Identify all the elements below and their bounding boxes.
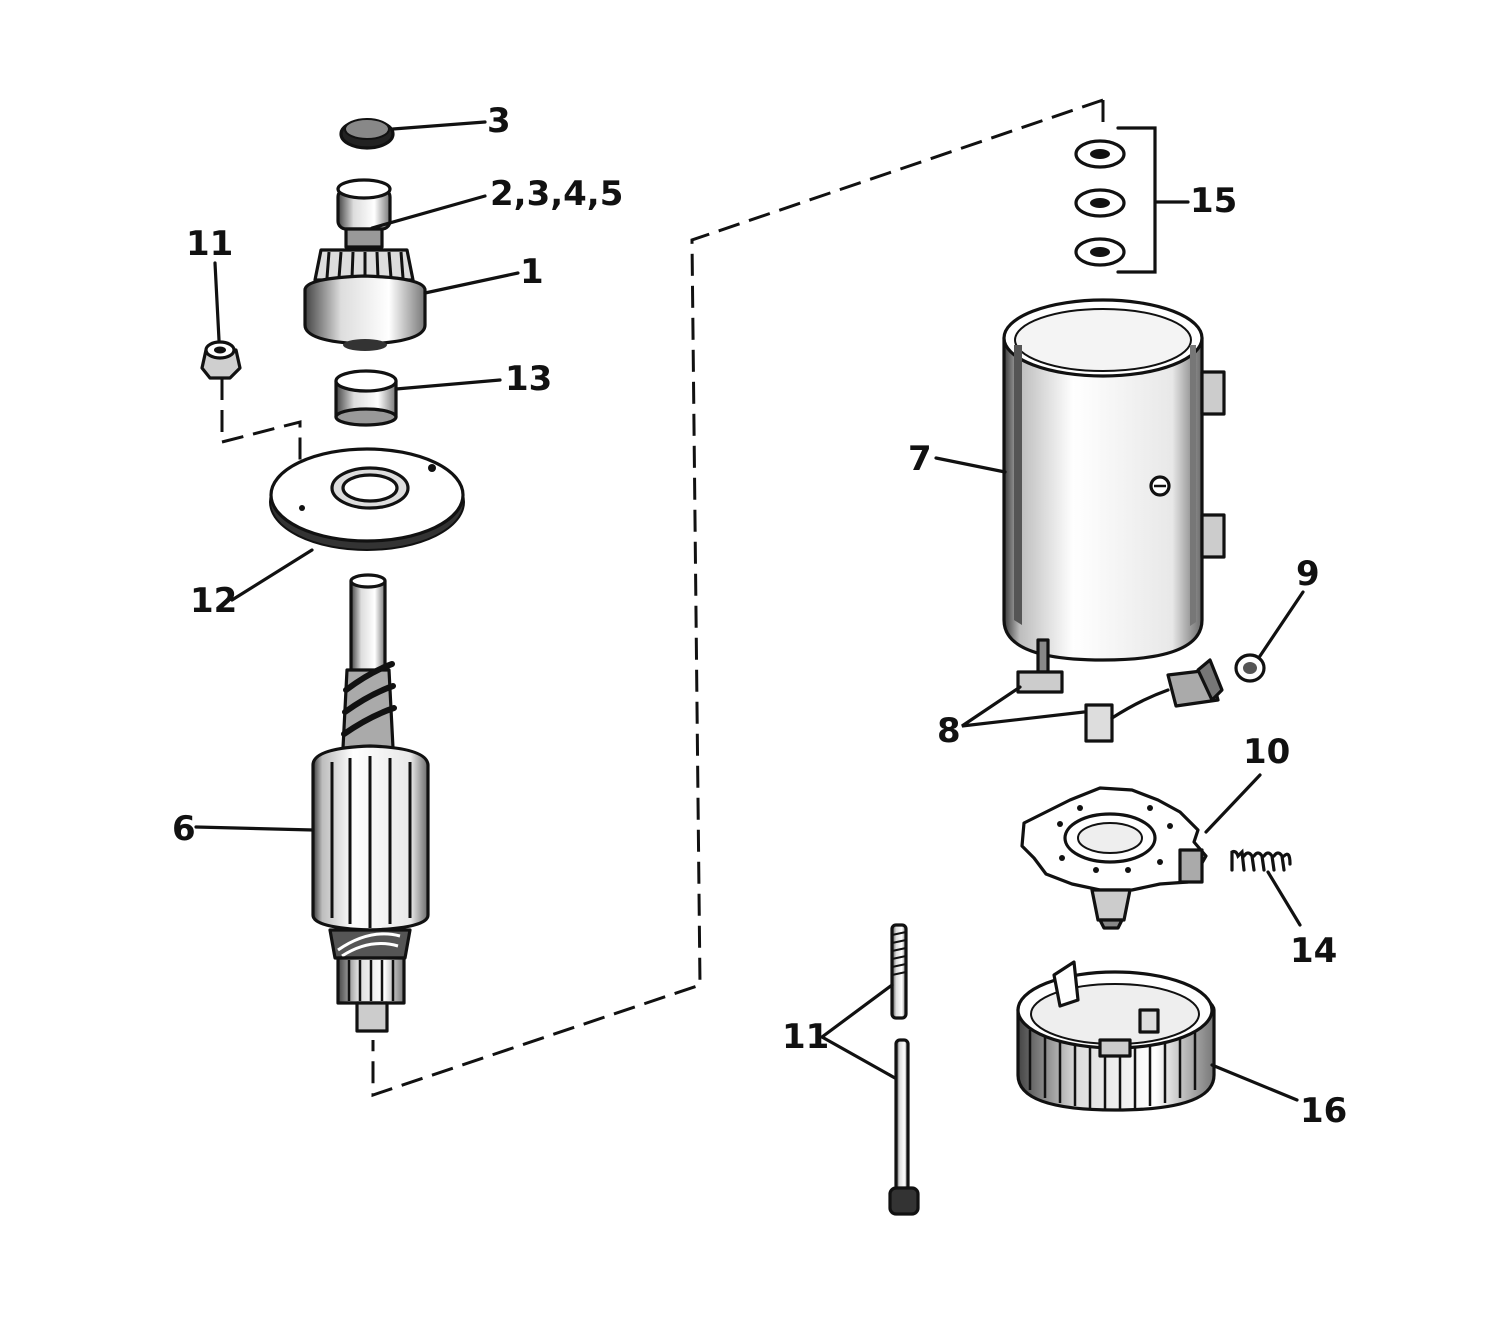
- end-cap-part-16: [1016, 960, 1299, 1112]
- callout-labels: 3 2,3,4,5 1 11 13 12 6 15 7 9 8 10 14 11…: [172, 101, 1347, 1131]
- callout-16: 16: [1300, 1091, 1347, 1131]
- callout-6: 6: [172, 809, 196, 849]
- callout-15: 15: [1190, 181, 1237, 221]
- callout-11-nut: 11: [186, 224, 233, 264]
- nut-part-11: [200, 261, 242, 380]
- callout-11-bolts: 11: [782, 1017, 829, 1057]
- spring-part-14: [1230, 848, 1302, 927]
- callout-7: 7: [908, 439, 932, 479]
- field-frame-part-7: [934, 298, 1226, 662]
- washers-part-15: [1074, 126, 1190, 274]
- callout-8: 8: [937, 711, 961, 751]
- callout-13: 13: [505, 359, 552, 399]
- callout-3: 3: [487, 101, 511, 141]
- nut-part-9: [1234, 590, 1305, 683]
- assembly-guide-lines: [220, 98, 1105, 1098]
- callout-12: 12: [190, 581, 237, 621]
- drive-assembly-part-1: [303, 178, 520, 351]
- armature-part-6: [194, 573, 430, 1033]
- bushing-part-13: [334, 369, 502, 427]
- through-bolts-part-11: [820, 923, 920, 1216]
- nut-part-3: [339, 118, 487, 150]
- callout-10: 10: [1243, 732, 1290, 772]
- callout-9: 9: [1296, 554, 1320, 594]
- callout-1: 1: [520, 252, 544, 292]
- callout-14: 14: [1290, 931, 1337, 971]
- brush-plate-part-10: [1020, 773, 1262, 930]
- brushes-part-8: [961, 638, 1224, 743]
- end-plate-part-12: [230, 447, 465, 602]
- callout-2-3-4-5: 2,3,4,5: [490, 174, 623, 214]
